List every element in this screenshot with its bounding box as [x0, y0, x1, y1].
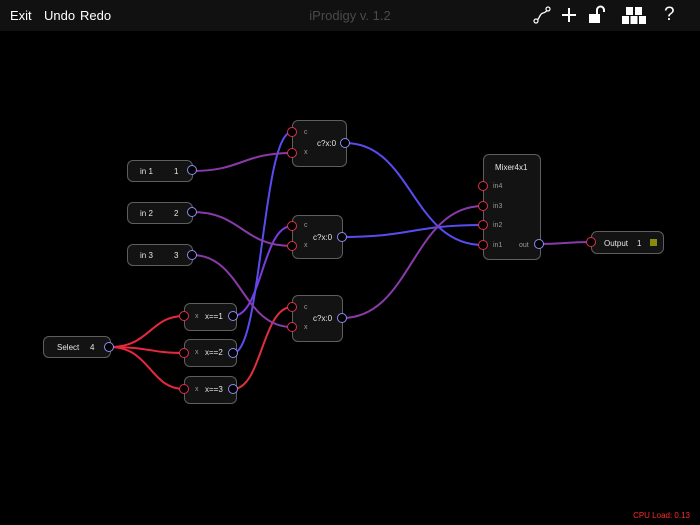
mixer-node[interactable]: Mixer4x1 in4 in3 in2 in1 out — [483, 154, 541, 260]
modules-icon[interactable] — [620, 4, 648, 26]
wire-eq2-cond1 — [232, 131, 293, 354]
eq2-x-label: x — [195, 349, 199, 356]
in3-node[interactable]: in 3 3 — [127, 244, 193, 266]
mixer-in1-label: in1 — [493, 242, 503, 249]
in3-out-port[interactable] — [187, 250, 197, 260]
mixer-out-port[interactable] — [534, 239, 544, 249]
wire-eq1-cond2 — [232, 225, 293, 317]
cond1-out-port[interactable] — [340, 138, 350, 148]
mixer-in2-label: in2 — [493, 222, 503, 229]
in1-out-port[interactable] — [187, 165, 197, 175]
cond3-c-label: c — [304, 304, 308, 311]
wire-select-eq3 — [109, 346, 185, 390]
toolbar: Exit Undo Redo iProdigy v. 1.2 ? — [0, 0, 700, 31]
wire-cond3-mixer — [341, 205, 484, 319]
add-icon[interactable] — [558, 4, 580, 26]
output-level-indicator — [650, 239, 657, 246]
eq1-in-port[interactable] — [179, 311, 189, 321]
cond1-x-port[interactable] — [287, 148, 297, 158]
cond3-c-port[interactable] — [287, 302, 297, 312]
wires-layer — [109, 131, 592, 390]
patch-canvas[interactable]: in 1 1 in 2 2 in 3 3 Select 4 x x==1 x x… — [0, 31, 700, 525]
wire-in1-cond1 — [191, 152, 293, 172]
output-in-port[interactable] — [586, 237, 596, 247]
eq3-out-port[interactable] — [228, 384, 238, 394]
mixer-in3-label: in3 — [493, 203, 503, 210]
help-icon[interactable]: ? — [664, 4, 675, 25]
mixer-in2-port[interactable] — [478, 220, 488, 230]
in2-label: in 2 — [140, 209, 153, 218]
cond3-out-port[interactable] — [337, 313, 347, 323]
cond2-c-port[interactable] — [287, 221, 297, 231]
wire-mixer-output — [538, 241, 592, 245]
cond3-x-label: x — [304, 324, 308, 331]
cond2-expr: c?x:0 — [313, 233, 333, 242]
select-node[interactable]: Select 4 — [43, 336, 111, 358]
cond3-x-port[interactable] — [287, 322, 297, 332]
wire-cond1-mixer — [344, 142, 484, 246]
exit-button[interactable]: Exit — [10, 8, 32, 23]
cond2-x-label: x — [304, 242, 308, 249]
select-out-port[interactable] — [104, 342, 114, 352]
eq3-expr: x==3 — [205, 385, 223, 394]
unlock-icon[interactable] — [586, 4, 608, 26]
mixer-in4-label: in4 — [493, 183, 503, 190]
cond2-out-port[interactable] — [337, 232, 347, 242]
eq2-in-port[interactable] — [179, 348, 189, 358]
cond2-x-port[interactable] — [287, 241, 297, 251]
in3-label: in 3 — [140, 251, 153, 260]
cond3-node[interactable]: c x c?x:0 — [292, 295, 343, 342]
eq1-out-port[interactable] — [228, 311, 238, 321]
output-node[interactable]: Output 1 — [591, 231, 664, 254]
redo-button[interactable]: Redo — [80, 8, 112, 23]
select-label: Select — [57, 343, 80, 352]
eq2-expr: x==2 — [205, 348, 223, 357]
undo-button[interactable]: Undo — [44, 8, 76, 23]
cpu-load-status: CPU Load: 0.13 — [633, 511, 690, 520]
eq1-expr: x==1 — [205, 312, 223, 321]
cond2-c-label: c — [304, 222, 308, 229]
cond1-node[interactable]: c x c?x:0 — [292, 120, 347, 167]
wire-in2-cond2 — [191, 211, 293, 247]
wire-cond2-mixer — [341, 224, 484, 238]
in1-label: in 1 — [140, 167, 153, 176]
cond1-expr: c?x:0 — [317, 139, 337, 148]
cond2-node[interactable]: c x c?x:0 — [292, 215, 343, 259]
cond1-x-label: x — [304, 149, 308, 156]
output-label: Output — [604, 239, 629, 248]
mixer-title: Mixer4x1 — [495, 163, 528, 172]
eq1-x-label: x — [195, 313, 199, 320]
in2-out-port[interactable] — [187, 207, 197, 217]
wire-select-eq1 — [109, 315, 185, 348]
output-value: 1 — [637, 239, 642, 248]
mixer-in3-port[interactable] — [478, 201, 488, 211]
cond3-expr: c?x:0 — [313, 314, 333, 323]
in2-value: 2 — [174, 209, 179, 218]
mixer-out-label: out — [519, 242, 529, 249]
eq3-x-label: x — [195, 386, 199, 393]
eq1-node[interactable]: x x==1 — [184, 303, 237, 331]
in1-node[interactable]: in 1 1 — [127, 160, 193, 182]
cond1-c-port[interactable] — [287, 127, 297, 137]
in1-value: 1 — [174, 167, 179, 176]
wire-eq3-cond3 — [232, 306, 293, 390]
cond1-c-label: c — [304, 129, 308, 136]
app-title: iProdigy v. 1.2 — [309, 8, 391, 23]
in3-value: 3 — [174, 251, 179, 260]
wire-in3-cond3 — [191, 254, 293, 328]
in2-node[interactable]: in 2 2 — [127, 202, 193, 224]
mixer-in4-port[interactable] — [478, 181, 488, 191]
mixer-in1-port[interactable] — [478, 240, 488, 250]
eq3-in-port[interactable] — [179, 384, 189, 394]
connect-icon[interactable] — [531, 4, 553, 26]
eq2-out-port[interactable] — [228, 348, 238, 358]
select-value: 4 — [90, 343, 95, 352]
